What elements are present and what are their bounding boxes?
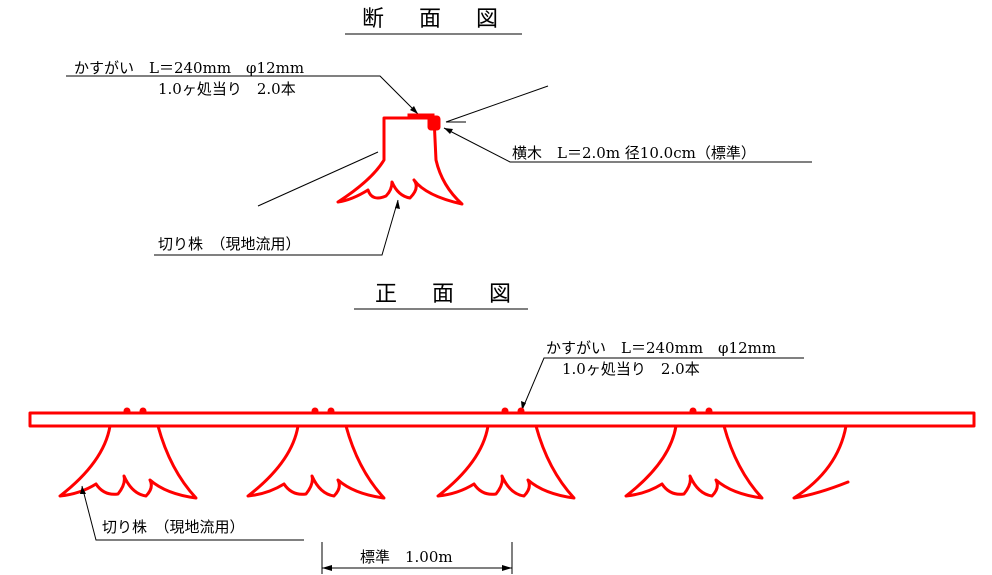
section-yokogi-spec: 横木 L＝2.0m 径10.0cm（標準） [512, 144, 756, 162]
front-kasugai-spec: かすがい L＝240mm φ12mm [546, 339, 776, 357]
front-kasugai-1a [123, 407, 131, 415]
front-stump-leader [81, 485, 304, 541]
front-kasugai-leader [521, 357, 804, 411]
front-kasugai-2a [311, 407, 319, 415]
front-kasugai-3a [501, 407, 509, 415]
section-stump [336, 116, 464, 206]
front-stump-5-partial [792, 424, 850, 500]
front-stump-2 [246, 407, 386, 500]
section-kasugai-leader [66, 75, 419, 115]
front-stump-4 [624, 407, 764, 500]
front-stump-arrow [80, 486, 86, 494]
spacing-label: 標準 1.00m [360, 548, 453, 566]
section-stump-label: 切り株 （現地流用） [158, 235, 301, 253]
front-kasugai-2b [327, 407, 335, 415]
front-stump-label: 切り株 （現地流用） [102, 518, 245, 536]
front-yokogi-log [28, 411, 976, 428]
front-kasugai-4a [689, 407, 697, 415]
slope-line-lower [257, 151, 379, 207]
front-view: 正 面 図 かすがい L＝240mm φ12mm 1.0ヶ処当り 2.0本 [28, 282, 976, 574]
section-kasugai-arrow [410, 106, 418, 114]
dimension-arrow-left [322, 565, 332, 571]
front-kasugai-quantity: 1.0ヶ処当り 2.0本 [562, 360, 700, 378]
section-yokogi-arrow [444, 128, 453, 134]
dimension-arrow-right [502, 565, 512, 571]
front-view-title: 正 面 図 [375, 282, 525, 307]
section-view-title: 断 面 図 [362, 7, 512, 32]
front-kasugai-4b [705, 407, 713, 415]
slope-line-upper [445, 85, 549, 123]
front-kasugai-3b [517, 407, 525, 415]
front-stump-1 [58, 407, 198, 500]
section-kasugai-spec: かすがい L＝240mm φ12mm [74, 59, 304, 77]
section-yokogi-leader [443, 127, 812, 163]
front-kasugai-1b [139, 407, 147, 415]
section-yokogi-log [427, 115, 441, 131]
section-stump-arrow [395, 200, 400, 209]
front-stump-3 [436, 407, 576, 500]
section-stump-leader [154, 199, 399, 256]
section-kasugai-quantity: 1.0ヶ処当り 2.0本 [158, 80, 296, 98]
section-view: 断 面 図 かすがい L＝240mm φ12mm 1.0ヶ処当り 2.0本 横木… [66, 7, 812, 256]
